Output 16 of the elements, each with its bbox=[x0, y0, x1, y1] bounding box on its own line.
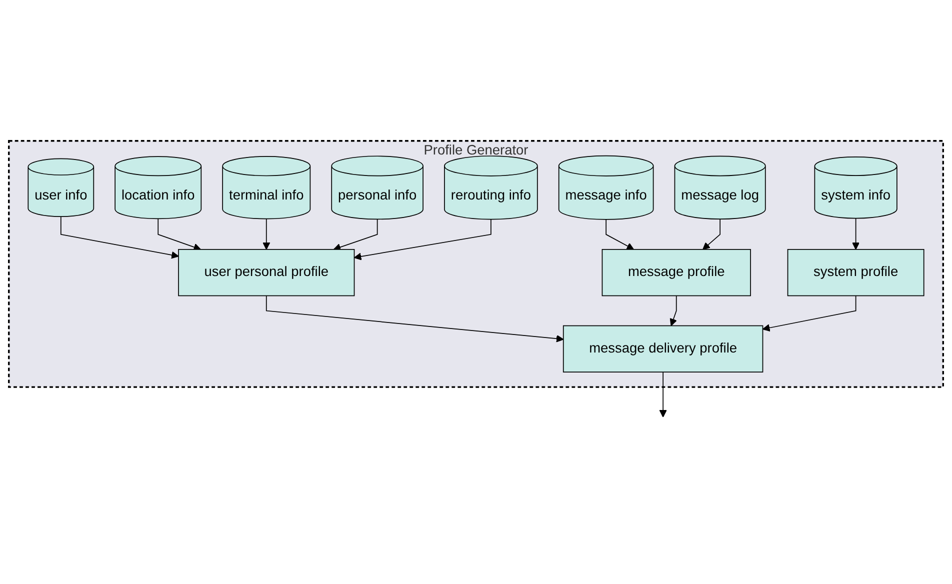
arrow bbox=[333, 218, 378, 251]
node-box: system profile bbox=[787, 249, 924, 296]
arrow bbox=[266, 295, 564, 343]
arrow bbox=[60, 216, 179, 259]
arrow bbox=[670, 295, 677, 326]
node-box: user personal profile bbox=[178, 249, 355, 296]
arrow bbox=[262, 218, 270, 250]
node-box: message delivery profile bbox=[562, 326, 764, 373]
arrow bbox=[659, 372, 667, 418]
arrow bbox=[354, 219, 492, 260]
arrow bbox=[702, 218, 720, 250]
arrow bbox=[606, 219, 634, 250]
arrow bbox=[158, 218, 202, 251]
arrow bbox=[762, 295, 856, 332]
node-box: message profile bbox=[602, 249, 751, 296]
arrow bbox=[852, 218, 860, 250]
